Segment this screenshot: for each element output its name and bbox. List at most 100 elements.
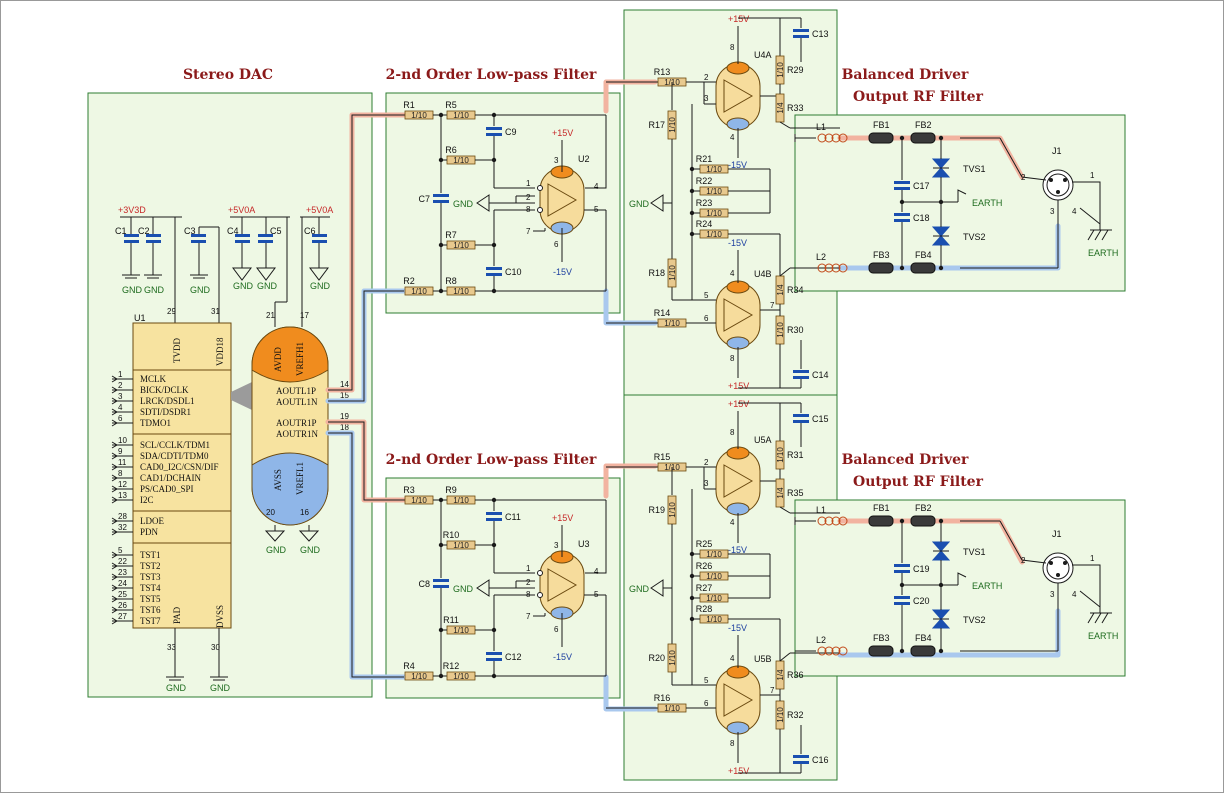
cap-plate [433,200,449,203]
resistor-ref: R12 [443,661,460,671]
resistor-value: 1/10 [668,117,677,133]
junction-dot [689,573,695,579]
resistor-ref: R26 [696,561,713,571]
net-n15: -15V [553,267,572,277]
net-5v0a-label-2: +5V0A [306,205,333,215]
resistor-value: 1/10 [453,111,469,120]
opamp-pin: 3 [554,541,559,550]
junction-dot [438,112,444,118]
resistor-value: 1/10 [453,156,469,165]
dac-decoupling: +3V3D +5V0A +5V0A [115,205,333,327]
junction-dot [491,497,497,503]
dac-pinnum: 8 [118,469,123,478]
capacitor-c18: C18 [894,213,930,223]
resistor-value: 1/10 [776,62,785,78]
resistor-body [667,258,677,288]
resistor-value: 1/10 [706,550,722,559]
dac-pin-tst7: TST7 [140,616,161,626]
cap-ref: C16 [812,755,829,765]
opamp-pin: 3 [704,479,709,488]
ferrite-ref: FB1 [873,120,890,130]
resistor-value: 1/10 [664,704,680,713]
cap-plate [433,585,449,588]
opamp-pin: 7 [526,612,531,621]
dac-pinnum-33: 33 [167,643,176,652]
gnd-label-avss: GND [266,545,287,555]
gnd-label-c6: GND [310,281,331,291]
resistor-ref: R31 [787,450,804,460]
junction-dot [438,627,444,633]
cap-plate [894,213,910,216]
earth-label: EARTH [972,581,1002,591]
opamp-pin: 2 [526,578,531,587]
gnd-label: GND [629,199,650,209]
cap-ref: C15 [812,414,829,424]
resistor-value: 1/10 [453,541,469,550]
dac-pin-pad: PAD [172,606,182,624]
ferrite-ref: FB2 [915,120,932,130]
cap-ref: C11 [505,512,521,522]
inductor-coil [817,516,827,526]
resistor-ref: R28 [696,604,713,614]
dac-connector-arrow [231,382,252,410]
junction-dot [899,518,905,524]
resistor-ref: R22 [696,176,713,186]
inductor-coil [824,646,834,656]
inductor-coil [831,516,841,526]
junction-dot [689,188,695,194]
resistor-ref: R29 [787,65,804,75]
tvs-ref: TVS2 [963,615,986,625]
junction-dot [689,616,695,622]
dac-pin-lrck-dsdl1: LRCK/DSDL1 [140,396,195,406]
ferrite-fb2: FB2 [910,503,936,527]
ferrite-body [910,132,936,144]
net-p15: +15V [552,128,573,138]
capacitor-c11: C11 [486,512,521,522]
cap-ref: C9 [505,127,517,137]
resistor-ref: R18 [648,268,665,278]
inductor-ref: L2 [816,252,826,262]
resistor-ref: R33 [787,103,804,113]
cap-ref: C8 [418,579,430,589]
dac-pin-dvss: DVSS [215,605,225,628]
capacitor-c7: C7 [418,194,449,204]
connector-ref: J1 [1052,529,1062,539]
ferrite-body [910,645,936,657]
dac-pinnum: 23 [118,568,127,577]
ferrite-fb2: FB2 [910,120,936,144]
dac-pin-i2c: I2C [140,495,154,505]
capacitor-c19: C19 [894,564,930,574]
capacitor-c9: C9 [486,127,517,137]
dac-pin-vrefl1: VREFL1 [295,462,305,495]
dac-pinnum-15: 15 [340,391,349,400]
opamp-pin: 4 [730,654,735,663]
dac-pinnum: 27 [118,612,127,621]
gnd-label-dvss: GND [210,683,231,693]
cap-c1: C1 [115,226,127,236]
gnd-label: GND [629,584,650,594]
gnd-label-pad: GND [166,683,187,693]
dac-pinnum: 5 [118,546,123,555]
dac-avss-region [251,452,329,526]
junction-dot [491,673,497,679]
opamp-pin: 4 [730,518,735,527]
net-n15: -15V [728,238,747,248]
inductor-l2: L2 [816,252,848,273]
resistor-ref: R15 [654,452,671,462]
junction-dot [938,135,944,141]
title-lpf-top: 2-nd Order Low-pass Filter [386,67,597,83]
resistor-ref: R21 [696,154,713,164]
resistor-value: 1/10 [776,707,785,723]
connector-ref: J1 [1052,146,1062,156]
cap-plate [486,652,502,655]
capacitor-c14: C14 [793,370,829,380]
cap-ref: C18 [913,213,930,223]
dac-out-aoutl1n: AOUTL1N [276,397,318,407]
cap-plate [793,29,809,32]
